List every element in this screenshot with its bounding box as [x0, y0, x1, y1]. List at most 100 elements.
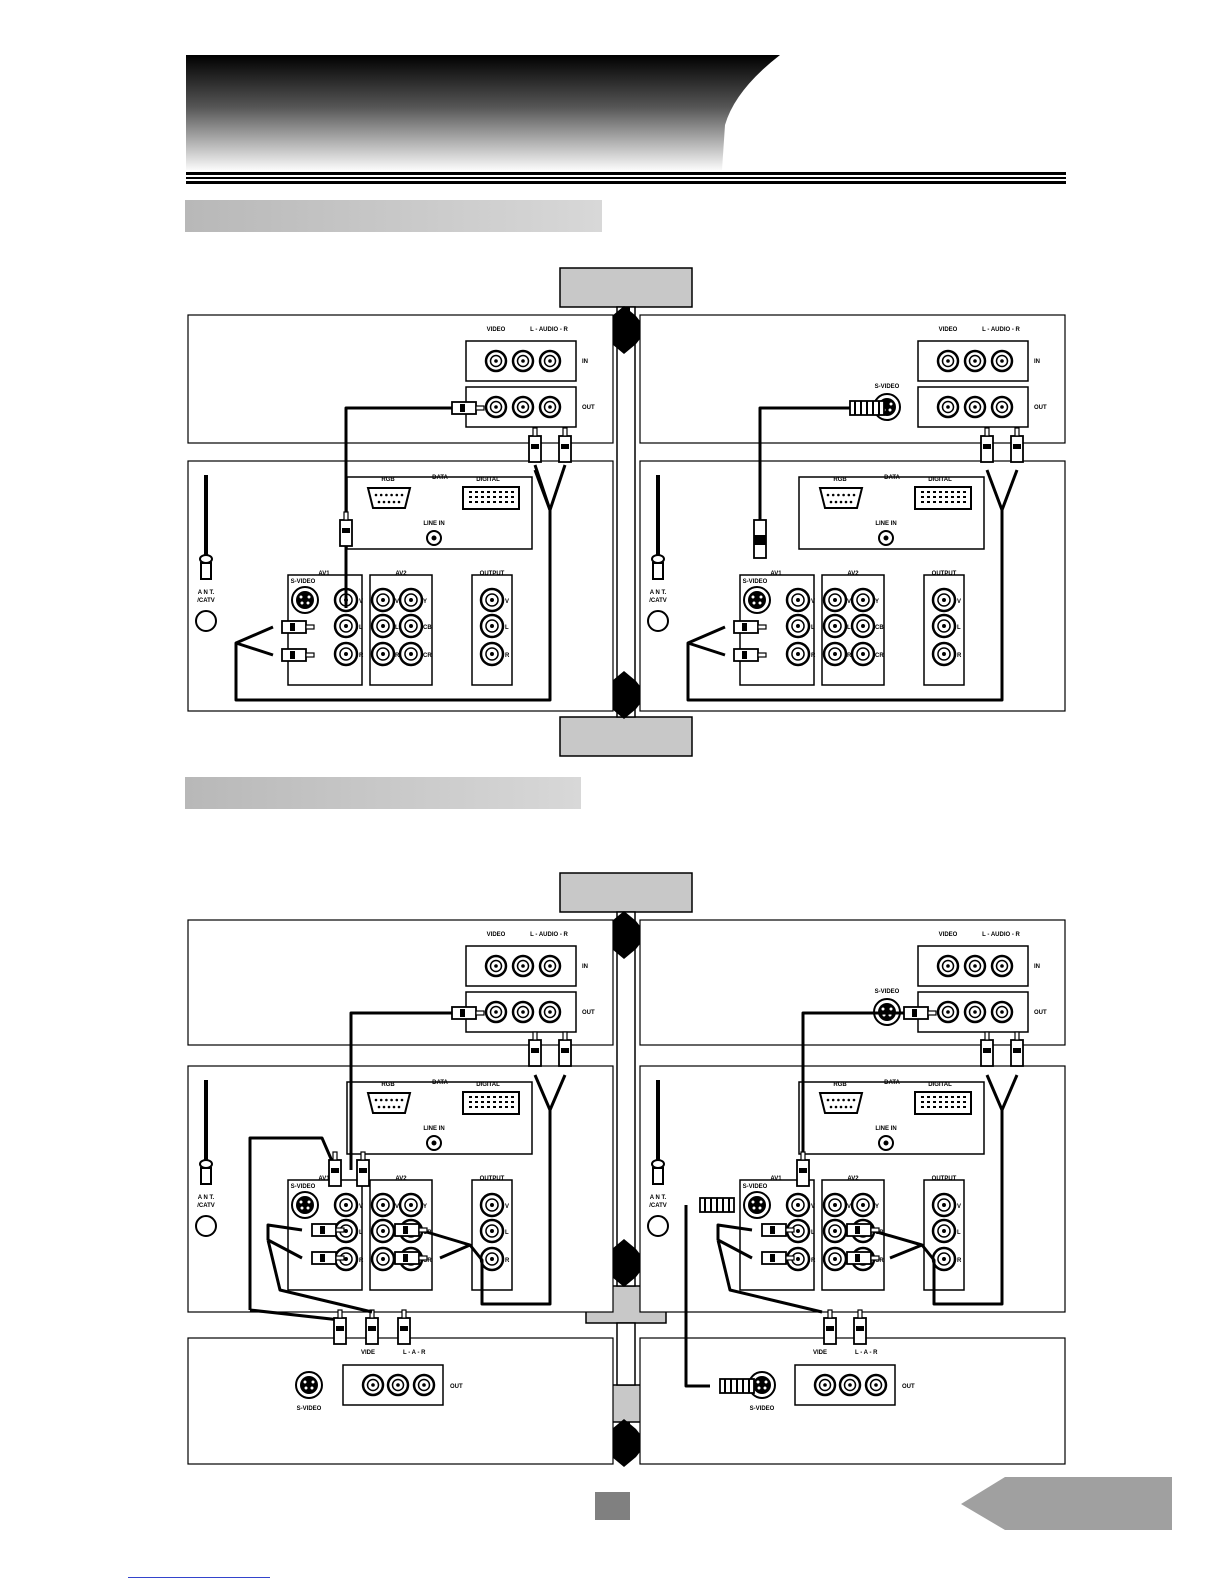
av2-r-label: R: [395, 653, 400, 659]
out-label: OUT: [1034, 1010, 1047, 1016]
s-video-plug-band: [742, 1379, 744, 1393]
output-label: OUTPUT: [932, 571, 957, 577]
cr-label: CR: [423, 653, 432, 659]
rca-plug-tip: [532, 427, 538, 437]
label-box-top-1: [559, 267, 693, 308]
rca-jack-pin: [490, 652, 494, 656]
dvi-pin: [487, 1096, 490, 1098]
rca-plug-band: [531, 1048, 539, 1053]
line-in-jack-pin: [431, 535, 437, 541]
catv-label: /CATV: [649, 1203, 667, 1209]
center-spine: [616, 911, 636, 1287]
ant-label: A N T.: [650, 1195, 667, 1201]
rca-jack-pin: [548, 359, 552, 363]
s-video-jack-pin: [763, 1386, 767, 1390]
rca-plug-tip: [1014, 427, 1020, 437]
s-video-plug-band: [872, 401, 874, 415]
out-l-label: L: [505, 1230, 509, 1236]
rca-plug-band: [403, 1226, 408, 1234]
d-sub-pin: [849, 500, 853, 504]
rca-jack-pin: [861, 624, 865, 628]
l-label: L: [359, 625, 363, 631]
digital-label: DIGITAL: [928, 477, 952, 483]
section-heading-bar-1: [185, 200, 602, 232]
rca-jack-pin: [1000, 359, 1004, 363]
av1-label: AV1: [770, 571, 782, 577]
rca-jack-pin: [381, 598, 385, 602]
rca-plug-tip: [857, 1309, 863, 1319]
dvi-pin: [493, 1096, 496, 1098]
s-video-plug-band: [704, 1198, 706, 1212]
s-video-jack-inner: [748, 1196, 766, 1214]
second-audio-label: L - A - R: [855, 1350, 878, 1356]
s-video-plug-band: [878, 401, 880, 415]
audio-cable: [716, 1223, 753, 1240]
s-video-jack-pin: [299, 595, 303, 599]
out-label: OUT: [582, 405, 595, 411]
ant-jack-icon: [647, 1215, 669, 1237]
rca-jack-pin: [409, 598, 413, 602]
header-rule: [186, 177, 1066, 179]
dvi-pin: [493, 491, 496, 493]
back-arrow-tab: [961, 1477, 1172, 1530]
rca-jack-pin: [973, 964, 977, 968]
rca-jack-pin: [942, 1229, 946, 1233]
s-video-plug-band: [854, 401, 856, 415]
rca-plug-band: [403, 1254, 408, 1262]
d-sub-port-icon: [818, 487, 864, 509]
rca-plug-tip: [785, 1255, 795, 1261]
dvi-pin: [927, 1106, 930, 1108]
dvi-pin: [963, 501, 966, 503]
rca-jack-pin: [848, 1383, 852, 1387]
rca-plug-band: [1013, 1048, 1021, 1053]
out-r-label: R: [957, 1258, 962, 1264]
d-sub-pin: [844, 1105, 848, 1109]
rca-jack-pin: [381, 652, 385, 656]
second-out-label: OUT: [450, 1384, 463, 1390]
rca-jack-pin: [946, 359, 950, 363]
rca-jack-pin: [490, 1257, 494, 1261]
dvi-pin: [505, 496, 508, 498]
rca-plug-band: [770, 1254, 775, 1262]
dvi-pin: [933, 1096, 936, 1098]
s-video-jack-pin: [310, 1386, 314, 1390]
dvi-pin: [511, 491, 514, 493]
audio-cable: [920, 1110, 1004, 1306]
rca-jack-pin: [861, 598, 865, 602]
dvi-pin: [933, 491, 936, 493]
digital-label: DIGITAL: [928, 1082, 952, 1088]
d-sub-pin: [377, 500, 381, 504]
dvi-pin: [921, 1101, 924, 1103]
s-video-jack-pin: [759, 1200, 763, 1204]
rgb-label: RGB: [833, 1082, 847, 1088]
d-sub-pin: [379, 493, 383, 497]
rca-plug-tip: [827, 1309, 833, 1319]
data-label: DATA: [884, 475, 900, 481]
av2-label: AV2: [847, 1176, 859, 1182]
video-cable: [349, 1011, 462, 1170]
second-out-label: OUT: [902, 1384, 915, 1390]
s-video-jack-pin: [764, 1380, 768, 1384]
rca-plug-band: [856, 1326, 864, 1331]
dvi-pin: [505, 1101, 508, 1103]
av2-r-label: R: [847, 653, 852, 659]
rca-jack-pin: [409, 624, 413, 628]
d-sub-pin: [374, 1098, 378, 1102]
output-label: OUTPUT: [480, 1176, 505, 1182]
rca-jack-pin: [490, 598, 494, 602]
s-video-jack-pin: [752, 1206, 756, 1210]
audio-cable: [869, 1228, 924, 1260]
rca-jack-pin: [381, 1257, 385, 1261]
rca-plug-tip: [800, 1151, 806, 1161]
s-video-plug-band: [754, 535, 766, 545]
rca-plug-band: [531, 444, 539, 449]
s-video-jack-pin: [758, 1206, 762, 1210]
rca-plug-tip: [1014, 1031, 1020, 1041]
av1-label: AV1: [318, 1176, 330, 1182]
s-video-jack-inner: [296, 1196, 314, 1214]
ant-jack-icon: [195, 610, 217, 632]
rca-plug-band: [561, 444, 569, 449]
dvi-pin: [963, 491, 966, 493]
dvi-pin: [939, 501, 942, 503]
